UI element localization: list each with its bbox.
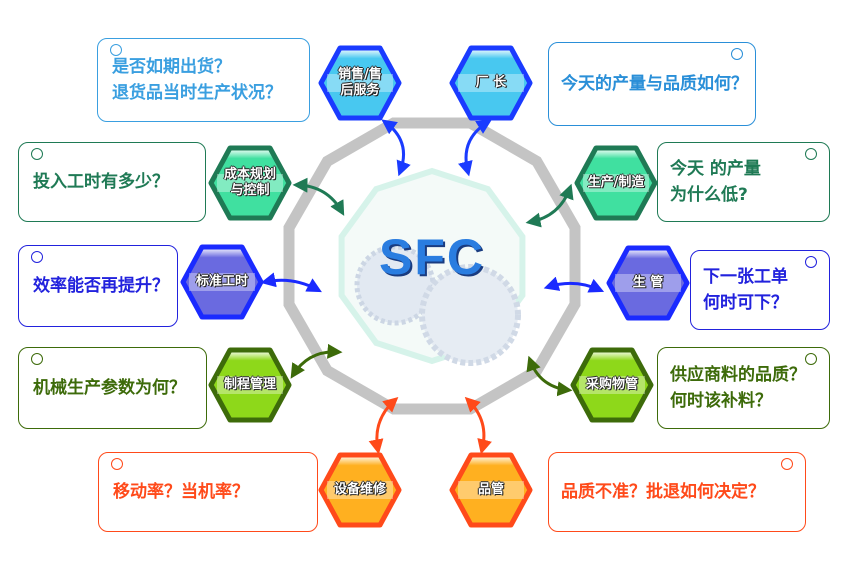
question-text: 何时该补料？: [670, 391, 772, 411]
question-text: 品质不准？批退如何决定？: [561, 482, 765, 502]
question-text: 下一张工单: [703, 267, 788, 287]
question-text: 是否如期出货？: [112, 57, 231, 77]
circle-icon: [31, 251, 43, 263]
role-label: 生 管: [605, 275, 691, 291]
role-label-line: 销售/售: [338, 67, 382, 82]
role-label: 成本规划与控制: [207, 167, 293, 199]
hexagon-shape: [606, 245, 690, 321]
role-hexagon[interactable]: 成本规划与控制: [207, 144, 293, 222]
gear-icon: [419, 264, 521, 366]
connector-arrow: [543, 276, 605, 293]
question-text: 为什么低?: [670, 185, 748, 205]
role-hexagon[interactable]: 采购物管: [569, 346, 655, 424]
role-label: 制程管理: [207, 377, 293, 393]
role-hexagon[interactable]: 厂 长: [448, 44, 534, 122]
question-box: 投入工时有多少？: [18, 142, 206, 222]
question-box: 今天的产量与品质如何？: [548, 42, 756, 126]
question-text: 效率能否再提升？: [33, 276, 169, 296]
hexagon-shape: [208, 145, 292, 221]
role-hexagon[interactable]: 设备维修: [317, 451, 403, 529]
role-hexagon[interactable]: 制程管理: [207, 346, 293, 424]
circle-icon: [805, 353, 817, 365]
hexagon-shape: [449, 452, 533, 528]
question-text: 机械生产参数为何？: [33, 378, 186, 398]
connector-arrow: [458, 119, 492, 177]
role-label-line: 采购物管: [585, 377, 638, 392]
role-label-line: 品管: [477, 482, 504, 497]
hexagon-shape: [180, 244, 264, 320]
circle-icon: [805, 256, 817, 268]
hexagon-shape: [574, 145, 658, 221]
hexagon-shape: [318, 452, 402, 528]
connector-arrow: [381, 119, 411, 177]
circle-icon: [111, 458, 123, 470]
role-hexagon[interactable]: 生 管: [605, 244, 691, 322]
circle-icon: [31, 148, 43, 160]
question-box: 供应商料的品质？ 何时该补料？: [657, 347, 830, 429]
circle-icon: [110, 44, 122, 56]
role-label: 销售/售后服务: [317, 67, 403, 99]
question-text: 供应商料的品质？: [670, 365, 806, 385]
role-label: 设备维修: [317, 482, 403, 498]
hexagon-shape: [570, 347, 654, 423]
connector-arrow: [290, 343, 343, 379]
question-box: 品质不准？批退如何决定？: [548, 452, 806, 532]
role-label-line: 标准工时: [195, 274, 248, 289]
role-hexagon[interactable]: 品管: [448, 451, 534, 529]
connector-arrow: [260, 272, 322, 293]
role-label: 采购物管: [569, 377, 655, 393]
question-text: 移动率？当机率？: [113, 482, 249, 502]
role-label-line: 生 管: [632, 275, 664, 290]
question-box: 是否如期出货？ 退货品当时生产状况？: [97, 38, 310, 122]
hexagon-shape: [449, 45, 533, 121]
sfc-title: SFC: [379, 229, 485, 285]
role-label: 生产/制造: [573, 175, 659, 191]
connector-arrow: [526, 355, 573, 397]
question-text: 投入工时有多少？: [33, 172, 169, 192]
role-hexagon[interactable]: 标准工时: [179, 243, 265, 321]
hexagon-shape: [318, 45, 402, 121]
question-text: 今天的产量与品质如何？: [561, 74, 748, 94]
role-label: 标准工时: [179, 274, 265, 290]
question-box: 效率能否再提升？: [18, 245, 178, 327]
question-text: 今天 的产量: [670, 159, 761, 179]
role-hexagon[interactable]: 销售/售后服务: [317, 44, 403, 122]
hexagon-shape: [208, 347, 292, 423]
role-label: 厂 长: [448, 75, 534, 91]
role-hexagon[interactable]: 生产/制造: [573, 144, 659, 222]
role-label: 品管: [448, 482, 534, 498]
circle-icon: [781, 458, 793, 470]
role-label-line: 制程管理: [223, 377, 276, 392]
circle-icon: [805, 148, 817, 160]
role-label-line: 生产/制造: [587, 175, 645, 190]
role-label-line: 成本规划: [223, 167, 276, 182]
role-label-line: 与控制: [230, 183, 270, 198]
connector-arrow: [525, 183, 574, 228]
question-box: 今天 的产量为什么低?: [657, 142, 830, 222]
question-box: 移动率？当机率？: [98, 452, 318, 532]
question-box: 下一张工单何时可下？: [690, 250, 830, 330]
connector-arrow: [464, 396, 492, 455]
circle-icon: [31, 353, 43, 365]
question-text: 退货品当时生产状况？: [112, 83, 282, 103]
question-text: 何时可下？: [703, 293, 788, 313]
role-label-line: 后服务: [340, 83, 380, 98]
question-box: 机械生产参数为何？: [18, 347, 207, 429]
role-label-line: 设备维修: [333, 482, 386, 497]
connector-arrow: [292, 177, 345, 216]
circle-icon: [731, 48, 743, 60]
role-label-line: 厂 长: [475, 75, 507, 90]
connector-arrow: [368, 397, 399, 455]
